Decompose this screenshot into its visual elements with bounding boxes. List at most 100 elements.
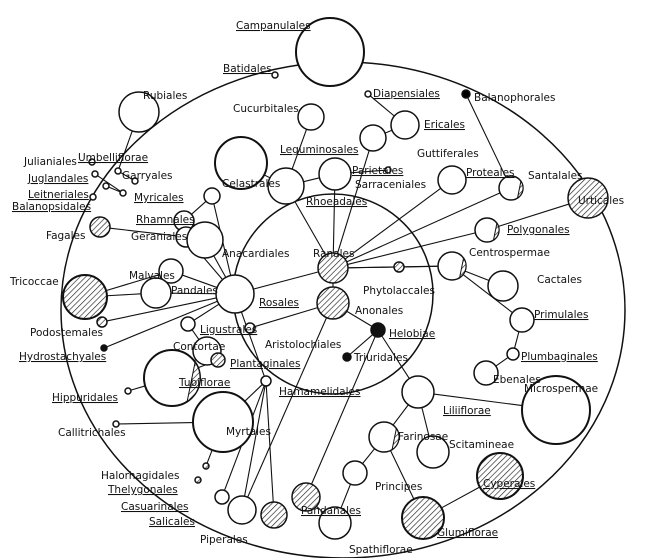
link-plumbaginales-ebenales [495,357,509,367]
link-ranales-rosales [253,271,319,290]
link-rhoeadales-parietales [303,177,320,183]
label-balanopsidales: Balanopsidales [12,201,91,213]
link-pandanales-spathiflorae [316,505,324,513]
circle-ranales [317,252,349,284]
link-ranales-parietales [332,189,336,254]
label-myricales: Myricales [134,192,184,204]
label-centrospermae: Centrospermae [469,247,550,259]
node-polygonales [474,217,500,243]
circle-salicales [260,501,288,529]
circle-glumiflorae [401,496,445,540]
node-ligustrales [180,316,196,332]
circle-umbelliflorae [114,167,122,175]
label-ligustrales: Ligustrales [200,324,257,336]
label-cactales: Cactales [537,274,582,286]
link-myrtales-halorhagidales [206,449,213,464]
label-helobiae: Helobiae [389,328,435,340]
link-celastrales-rhamnales [191,200,207,215]
link-guttiferales-ericales [384,129,393,134]
node-celastrales [203,187,221,205]
node-ranales [317,252,349,284]
label-hippuridales: Hippuridales [52,392,118,404]
circle-thelygonales [194,476,202,484]
circle-cactales [487,270,519,302]
label-principes: Principes [375,481,422,493]
node-garryales [131,177,139,185]
label-plumbaginales: Plumbaginales [521,351,598,363]
link-myrtales-callitrichales [118,422,194,425]
node-leguminosales [297,103,325,131]
circle-batidales [271,71,279,79]
node-diapensiales [364,90,372,98]
circle-leitneriales [102,182,110,190]
circle-plantaginales [210,352,226,368]
circle-cyperales [476,452,524,500]
circle-ericales [390,110,420,140]
label-thelygonales: Thelygonales [107,484,178,496]
node-primulales [509,307,535,333]
node-rosales [215,274,255,314]
node-anonales [316,286,350,320]
label-primulales: Primulales [534,309,588,321]
node-thelygonales [194,476,202,484]
node-pandanales [291,482,321,512]
label-phytolaccales: Phytolaccales [363,285,435,297]
label-callitrichales: Callitrichales [58,427,126,439]
node-principes [342,460,368,486]
circle-guttiferales [359,124,387,152]
label-hamamelidales: Hamamelidales [279,386,360,398]
circle-garryales [131,177,139,185]
label-ranales: Ranales [313,248,354,260]
shade-farinosae [391,427,400,451]
link-umbelliflorae-garryales [120,172,133,180]
node-hydrostachyales [100,344,108,352]
link-hamamelidales-piperales [244,385,266,497]
circle-hamamelidales [260,375,272,387]
node-triuridales [342,352,352,362]
node-myrtales [192,391,254,453]
label-farinosae: Farinosae [398,431,448,443]
node-phytolaccales [393,261,405,273]
node-cyperales [476,452,524,500]
node-julianiales [88,158,96,166]
label-balanophorales: Balanophorales [474,92,555,104]
node-leitneriales [102,182,110,190]
node-balanopsidales [89,193,97,201]
node-malvales [158,258,184,284]
circle-pandales [140,277,172,309]
node-cactales [487,270,519,302]
label-rhoeadales: Rhoeadales [306,196,367,208]
circle-liliiflorae [401,375,435,409]
circle-celastrales [203,187,221,205]
link-centrospermae-phytolaccales [403,265,439,268]
circle-proteales [437,165,467,195]
link-ericales-diapensiales [369,95,395,117]
link-glumiflorae-cyperales [441,486,481,509]
link-rosales-hydrostachyales [106,300,218,348]
label-salicales: Salicales [149,516,195,528]
circle-microspermae [521,375,591,445]
label-tricoccae: Tricoccae [9,276,59,288]
node-ebenales [473,360,499,386]
node-aristolochiales [244,322,256,334]
node-balanophorales [461,89,471,99]
node-umbelliflorae [114,167,122,175]
label-ericales: Ericales [424,119,465,131]
link-balanophorales-santalales [467,97,507,178]
link-primulales-plumbaginales [514,331,520,349]
link-phytolaccales-ranales [347,266,395,269]
circle-casuarinales [214,489,230,505]
node-tricoccae [62,274,108,320]
label-rubiales: Rubiales [143,90,187,102]
label-casuarinales: Casuarinales [121,501,189,513]
circle-scitamineae [416,435,450,469]
link-centrospermae-primulales [462,274,513,314]
label-umbelliflorae: Umbelliflorae [78,152,148,164]
label-diapensiales: Diapensiales [373,88,440,100]
link-rosales-anacardiales [213,255,227,278]
link-ranales-proteales [344,187,442,260]
circle-tricoccae [62,274,108,320]
link-rubiales-umbelliflorae [118,130,133,169]
circle-myrtales [192,391,254,453]
